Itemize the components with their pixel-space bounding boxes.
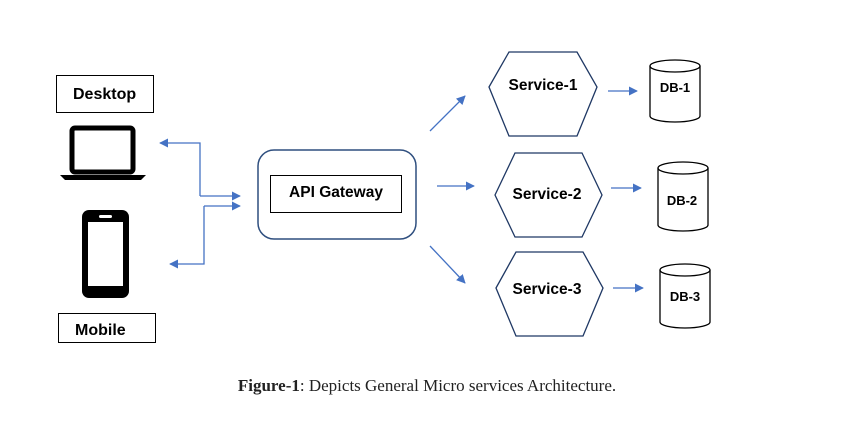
service-1-label: Service-1 — [508, 77, 578, 94]
db-1-label: DB-1 — [659, 80, 691, 95]
caption-prefix: Figure-1 — [237, 376, 300, 395]
database-icon — [659, 263, 711, 329]
mobile-label: Mobile — [58, 313, 156, 343]
service-2-label: Service-2 — [512, 186, 582, 203]
client-connectors — [159, 138, 241, 269]
db-3-label: DB-3 — [669, 289, 701, 304]
figure-caption: Figure-1: Depicts General Micro services… — [0, 376, 854, 396]
smartphone-icon — [82, 210, 129, 298]
service-3-hexagon — [495, 251, 604, 337]
service-3-label: Service-3 — [512, 281, 582, 298]
gateway-service-arrows — [429, 95, 475, 284]
service-2-hexagon — [494, 152, 603, 238]
db-2-label: DB-2 — [666, 193, 698, 208]
database-icon — [649, 59, 701, 123]
database-icon — [657, 161, 709, 232]
caption-text: : Depicts General Micro services Archite… — [299, 376, 617, 395]
laptop-icon — [60, 125, 146, 180]
service-1-hexagon — [488, 51, 598, 137]
service-db-arrows — [608, 86, 644, 293]
api-gateway-label: API Gateway — [270, 175, 402, 213]
desktop-label: Desktop — [56, 75, 154, 113]
